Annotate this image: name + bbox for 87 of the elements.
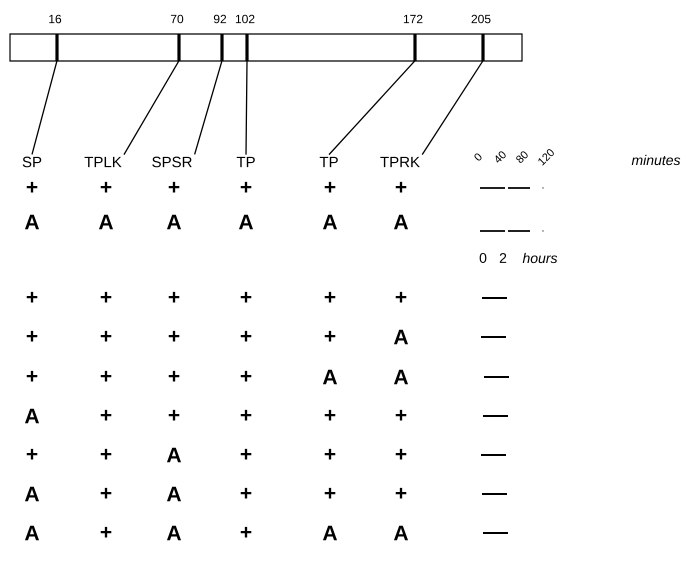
result-symbol: + xyxy=(396,448,406,460)
result-symbol: + xyxy=(324,292,336,302)
result-symbol: + xyxy=(168,370,180,382)
result-symbol: + xyxy=(26,330,38,342)
site-number: 70 xyxy=(170,14,184,24)
result-symbol: + xyxy=(26,292,38,302)
result-symbol: A xyxy=(394,214,408,230)
result-symbol: A xyxy=(166,486,182,502)
leader-line xyxy=(245,60,248,155)
time-label: 2 xyxy=(500,253,506,263)
result-symbol: A xyxy=(166,526,182,540)
result-symbol: A xyxy=(322,526,338,540)
result-symbol: + xyxy=(396,182,406,192)
site-number: 92 xyxy=(214,14,226,24)
site-number: 172 xyxy=(404,14,422,24)
result-symbol: + xyxy=(240,292,252,302)
result-symbol: + xyxy=(168,330,180,342)
time-label: 80 xyxy=(516,151,528,163)
result-symbol: + xyxy=(100,182,112,192)
result-symbol: + xyxy=(324,182,336,192)
result-symbol: + xyxy=(26,370,38,382)
site-label: TPLK xyxy=(84,156,122,168)
leader-line xyxy=(194,60,223,155)
result-symbol: A xyxy=(394,330,408,344)
time-label: 120 xyxy=(538,149,554,166)
leader-line xyxy=(123,60,180,155)
result-symbol: A xyxy=(238,214,254,230)
result-symbol: + xyxy=(240,448,252,460)
result-symbol: + xyxy=(396,292,406,302)
site-mark xyxy=(413,34,417,60)
result-symbol: + xyxy=(100,330,112,342)
result-symbol: A xyxy=(24,214,40,230)
leader-line xyxy=(31,60,58,155)
result-symbol: A xyxy=(394,526,408,540)
leader-line xyxy=(422,60,484,155)
result-symbol: + xyxy=(240,526,252,538)
result-symbol: + xyxy=(26,182,38,192)
site-label: TP xyxy=(236,156,255,168)
result-symbol: + xyxy=(100,370,112,382)
site-mark xyxy=(55,34,59,60)
result-symbol: + xyxy=(100,448,112,460)
result-symbol: + xyxy=(240,182,252,192)
result-symbol: + xyxy=(168,292,180,302)
site-label: SP xyxy=(22,156,42,168)
result-symbol: + xyxy=(324,488,336,498)
time-unit: hours xyxy=(522,252,558,264)
site-number: 205 xyxy=(472,14,490,24)
site-label: TP xyxy=(320,156,338,168)
site-mark xyxy=(220,34,224,60)
result-symbol: A xyxy=(24,526,40,540)
time-label: 0 xyxy=(474,153,482,160)
result-symbol: A xyxy=(166,214,182,230)
result-symbol: + xyxy=(100,488,112,498)
result-symbol: + xyxy=(100,410,112,420)
result-symbol: + xyxy=(240,370,252,382)
result-symbol: A xyxy=(394,370,408,384)
protein-bar xyxy=(9,33,523,62)
result-symbol: + xyxy=(240,330,252,342)
time-label: 40 xyxy=(496,151,506,163)
result-symbol: + xyxy=(240,488,252,498)
result-symbol: + xyxy=(324,448,336,460)
result-symbol: + xyxy=(26,448,38,460)
result-symbol: + xyxy=(100,292,112,302)
result-symbol: A xyxy=(322,370,338,384)
time-label: 0 xyxy=(480,253,486,263)
time-unit: minutes xyxy=(632,154,680,166)
site-mark xyxy=(481,34,485,60)
site-label: TPRK xyxy=(380,156,420,168)
result-symbol: + xyxy=(168,410,180,420)
result-symbol: + xyxy=(100,526,112,538)
site-number: 16 xyxy=(49,14,62,24)
result-symbol: + xyxy=(168,182,180,192)
site-mark xyxy=(245,34,249,60)
result-symbol: A xyxy=(166,448,182,462)
result-symbol: A xyxy=(24,486,40,502)
result-symbol: A xyxy=(24,408,40,424)
result-symbol: + xyxy=(240,410,252,420)
result-symbol: + xyxy=(396,488,406,498)
site-label: SPSR xyxy=(152,156,192,168)
site-number: 102 xyxy=(236,14,254,24)
result-symbol: + xyxy=(324,410,336,420)
result-symbol: A xyxy=(322,214,338,230)
result-symbol: + xyxy=(396,410,406,420)
site-mark xyxy=(177,34,181,60)
result-symbol: + xyxy=(324,330,336,342)
result-symbol: A xyxy=(98,214,114,230)
leader-line xyxy=(328,60,416,156)
